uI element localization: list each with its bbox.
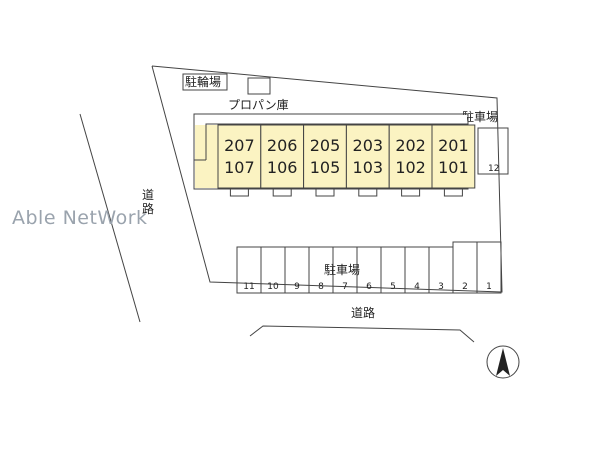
unit-105 [303,124,347,189]
entry-marker [315,188,335,197]
unit-102 [388,124,433,189]
unit-lower-number: 106 [267,158,298,177]
entry-markers [229,188,463,197]
parking-slot-number: 5 [390,282,396,292]
building-corridor-line [205,123,468,160]
unit-101 [431,124,476,189]
parking-slot-12-number: 12 [488,164,499,174]
unit-upper-number: 201 [438,136,469,155]
parking-slot-number: 7 [342,282,348,292]
parking-slot-1 [476,241,502,294]
road-left-label-2: 路 [142,201,154,216]
entry-marker [358,188,378,197]
parking-slot-number: 9 [294,282,300,292]
unit-lower-number: 105 [310,158,341,177]
road-left-label-1: 道 [142,188,154,202]
unit-upper-number: 206 [267,136,298,155]
entry-marker [272,188,292,197]
unit-lower-number: 101 [438,158,469,177]
unit-upper-number: 203 [353,136,384,155]
unit-upper-number: 202 [395,136,426,155]
parking-bottom-label: 駐車場 [324,262,360,277]
watermark-text: Able NetWork [12,207,148,229]
parking-slot-12 [477,127,509,175]
bicycle-parking-box [182,73,228,91]
entry-marker [229,188,249,197]
parking-slot-number: 6 [366,282,372,292]
parking-slot-number: 4 [414,282,420,292]
parking-slot-number: 8 [318,282,324,292]
unit-lower-number: 107 [224,158,255,177]
road-bottom-edge [249,325,475,343]
building-corridor [195,115,467,125]
unit-107 [217,124,262,189]
property-boundary [151,65,503,293]
unit-upper-number: 205 [310,136,341,155]
road-bottom-label: 道路 [351,305,375,320]
unit-lower-number: 103 [353,158,384,177]
propane-storage-label: プロパン庫 [228,98,289,112]
apartment-units: 207 107 206 106 205 105 203 103 202 102 201 101 [217,124,476,189]
unit-upper-number: 207 [224,136,255,155]
parking-slot-number: 1 [486,282,492,292]
unit-103 [345,124,390,189]
north-arrow-icon [486,345,520,379]
propane-storage-box [247,77,271,95]
parking-slot-number: 10 [267,282,279,292]
parking-bottom-slots: 11 10 9 8 7 6 5 4 3 2 1 [236,241,502,294]
bicycle-parking-label: 駐輪場 [185,74,221,89]
parking-slot-number: 11 [243,282,254,292]
parking-slot-number: 3 [438,282,444,292]
parking-right-label: 駐車場 [462,109,498,124]
unit-106 [260,124,305,189]
entry-marker [401,188,421,197]
road-left-edge [79,113,141,323]
entry-marker [443,188,463,197]
parking-slot-number: 2 [462,282,468,292]
unit-lower-number: 102 [395,158,426,177]
